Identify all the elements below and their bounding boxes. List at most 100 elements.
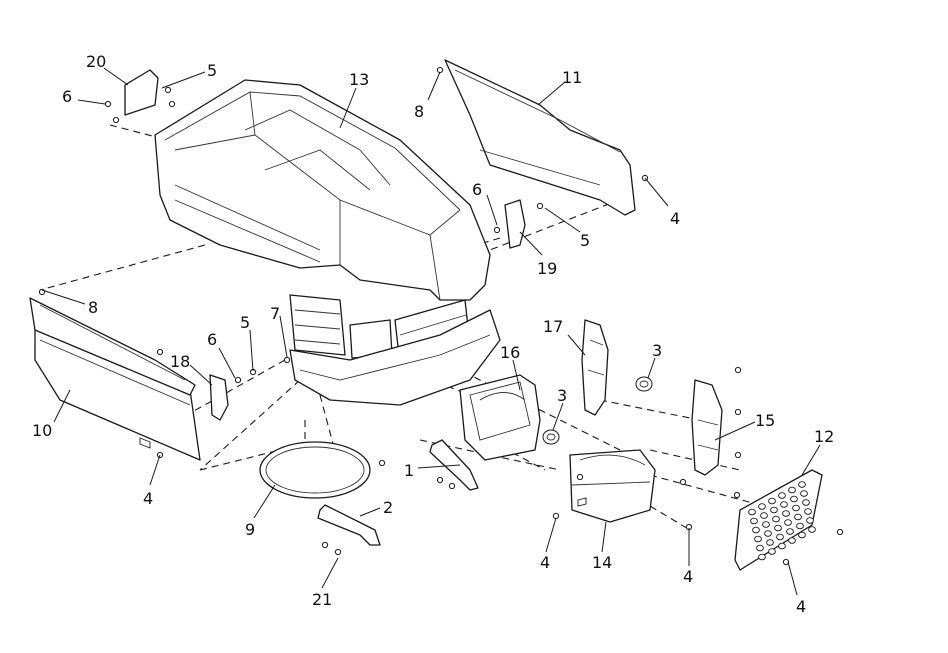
callout-6: 6	[472, 180, 482, 199]
fastener	[378, 459, 386, 467]
callout-18: 18	[170, 352, 190, 371]
callout-8: 8	[414, 102, 424, 121]
grille-hole	[802, 499, 810, 506]
grille-hole	[800, 490, 808, 497]
callout-19: 19	[537, 259, 557, 278]
bracket-part-20	[124, 69, 159, 116]
fastener	[552, 512, 560, 520]
grille-hole	[794, 513, 802, 521]
callout-5: 5	[580, 231, 590, 250]
grille-hole	[758, 553, 766, 561]
grille-hole	[772, 515, 780, 523]
callout-5: 5	[240, 313, 250, 332]
grille-hole	[784, 519, 792, 526]
fastener	[734, 366, 742, 374]
callout-3: 3	[557, 386, 567, 405]
leader-lines	[41, 67, 821, 596]
fastener	[733, 491, 741, 499]
callout-labels: 20 5 6 13 8 11 6 4 5 19 8 7 5 6 18 17 16…	[32, 52, 834, 616]
grille-hole	[806, 517, 814, 524]
fastener	[283, 356, 291, 364]
grille-hole	[798, 531, 806, 539]
fastener	[493, 226, 501, 234]
fastener	[104, 100, 112, 108]
grille-hole	[758, 503, 766, 510]
grille-hole	[780, 501, 788, 508]
grille-hole	[776, 533, 784, 541]
bracket-part-15	[691, 379, 723, 476]
band-part-9	[259, 441, 371, 499]
fastener	[321, 541, 329, 549]
callout-6: 6	[62, 87, 72, 106]
grille-hole	[786, 528, 794, 535]
callout-1: 1	[404, 461, 414, 480]
knob-part-3b	[542, 429, 560, 445]
fastener	[679, 478, 687, 486]
callout-20: 20	[86, 52, 106, 71]
grille-hole	[782, 510, 790, 517]
grille-hole	[754, 535, 762, 543]
fastener	[436, 476, 444, 484]
callout-13: 13	[349, 70, 369, 89]
fastener	[112, 116, 120, 124]
housing-part-16	[459, 374, 541, 461]
grille-hole	[756, 544, 764, 552]
grille-hole	[762, 521, 770, 528]
callout-5: 5	[207, 61, 217, 80]
bracket-part-17	[581, 319, 609, 416]
bracket-part-19	[504, 199, 526, 249]
fastener	[782, 558, 790, 566]
fasteners	[38, 66, 844, 566]
callout-4: 4	[683, 567, 693, 586]
fastener	[536, 202, 544, 210]
callout-2: 2	[383, 498, 393, 517]
knob-part-3a	[635, 376, 653, 392]
callout-4: 4	[796, 597, 806, 616]
grille-hole	[760, 512, 768, 519]
grille-hole	[792, 504, 800, 512]
grille-hole	[748, 508, 756, 516]
callout-17: 17	[543, 317, 563, 336]
trim-strip-part-8-left	[29, 297, 196, 396]
side-panel-part-11	[444, 59, 636, 216]
callout-3: 3	[652, 341, 662, 360]
hood-part-13	[154, 79, 501, 406]
grille-hole	[774, 524, 782, 532]
side-panel-part-10	[34, 324, 201, 461]
callout-21: 21	[312, 590, 332, 609]
fastener	[436, 66, 444, 74]
fastener	[234, 376, 242, 384]
callout-4: 4	[143, 489, 153, 508]
callout-7: 7	[270, 304, 280, 323]
fastener	[734, 451, 742, 459]
grille-hole	[768, 548, 776, 555]
callout-11: 11	[562, 68, 582, 87]
grille-hole	[798, 481, 806, 488]
fastener	[448, 482, 456, 490]
callout-6: 6	[207, 330, 217, 349]
grille-hole	[770, 506, 778, 514]
housing-part-14	[569, 449, 656, 523]
grille-hole	[764, 530, 772, 537]
grille-hole	[796, 522, 804, 530]
fastener	[164, 86, 172, 94]
callout-14: 14	[592, 553, 612, 572]
callout-10: 10	[32, 421, 52, 440]
fastener	[576, 473, 584, 481]
grille-hole	[778, 542, 786, 550]
callout-15: 15	[755, 411, 775, 430]
bracket-part-18	[209, 374, 229, 421]
grille-hole	[778, 492, 786, 499]
grille-hole	[750, 517, 758, 525]
grille-hole	[804, 508, 812, 515]
fastener	[836, 528, 844, 536]
callout-8: 8	[88, 298, 98, 317]
grille-hole	[752, 526, 760, 534]
callout-4: 4	[670, 209, 680, 228]
fastener	[156, 348, 164, 356]
grille-hole	[788, 486, 796, 494]
callout-9: 9	[245, 520, 255, 539]
bracket-part-2	[317, 504, 381, 546]
fastener	[334, 548, 342, 556]
